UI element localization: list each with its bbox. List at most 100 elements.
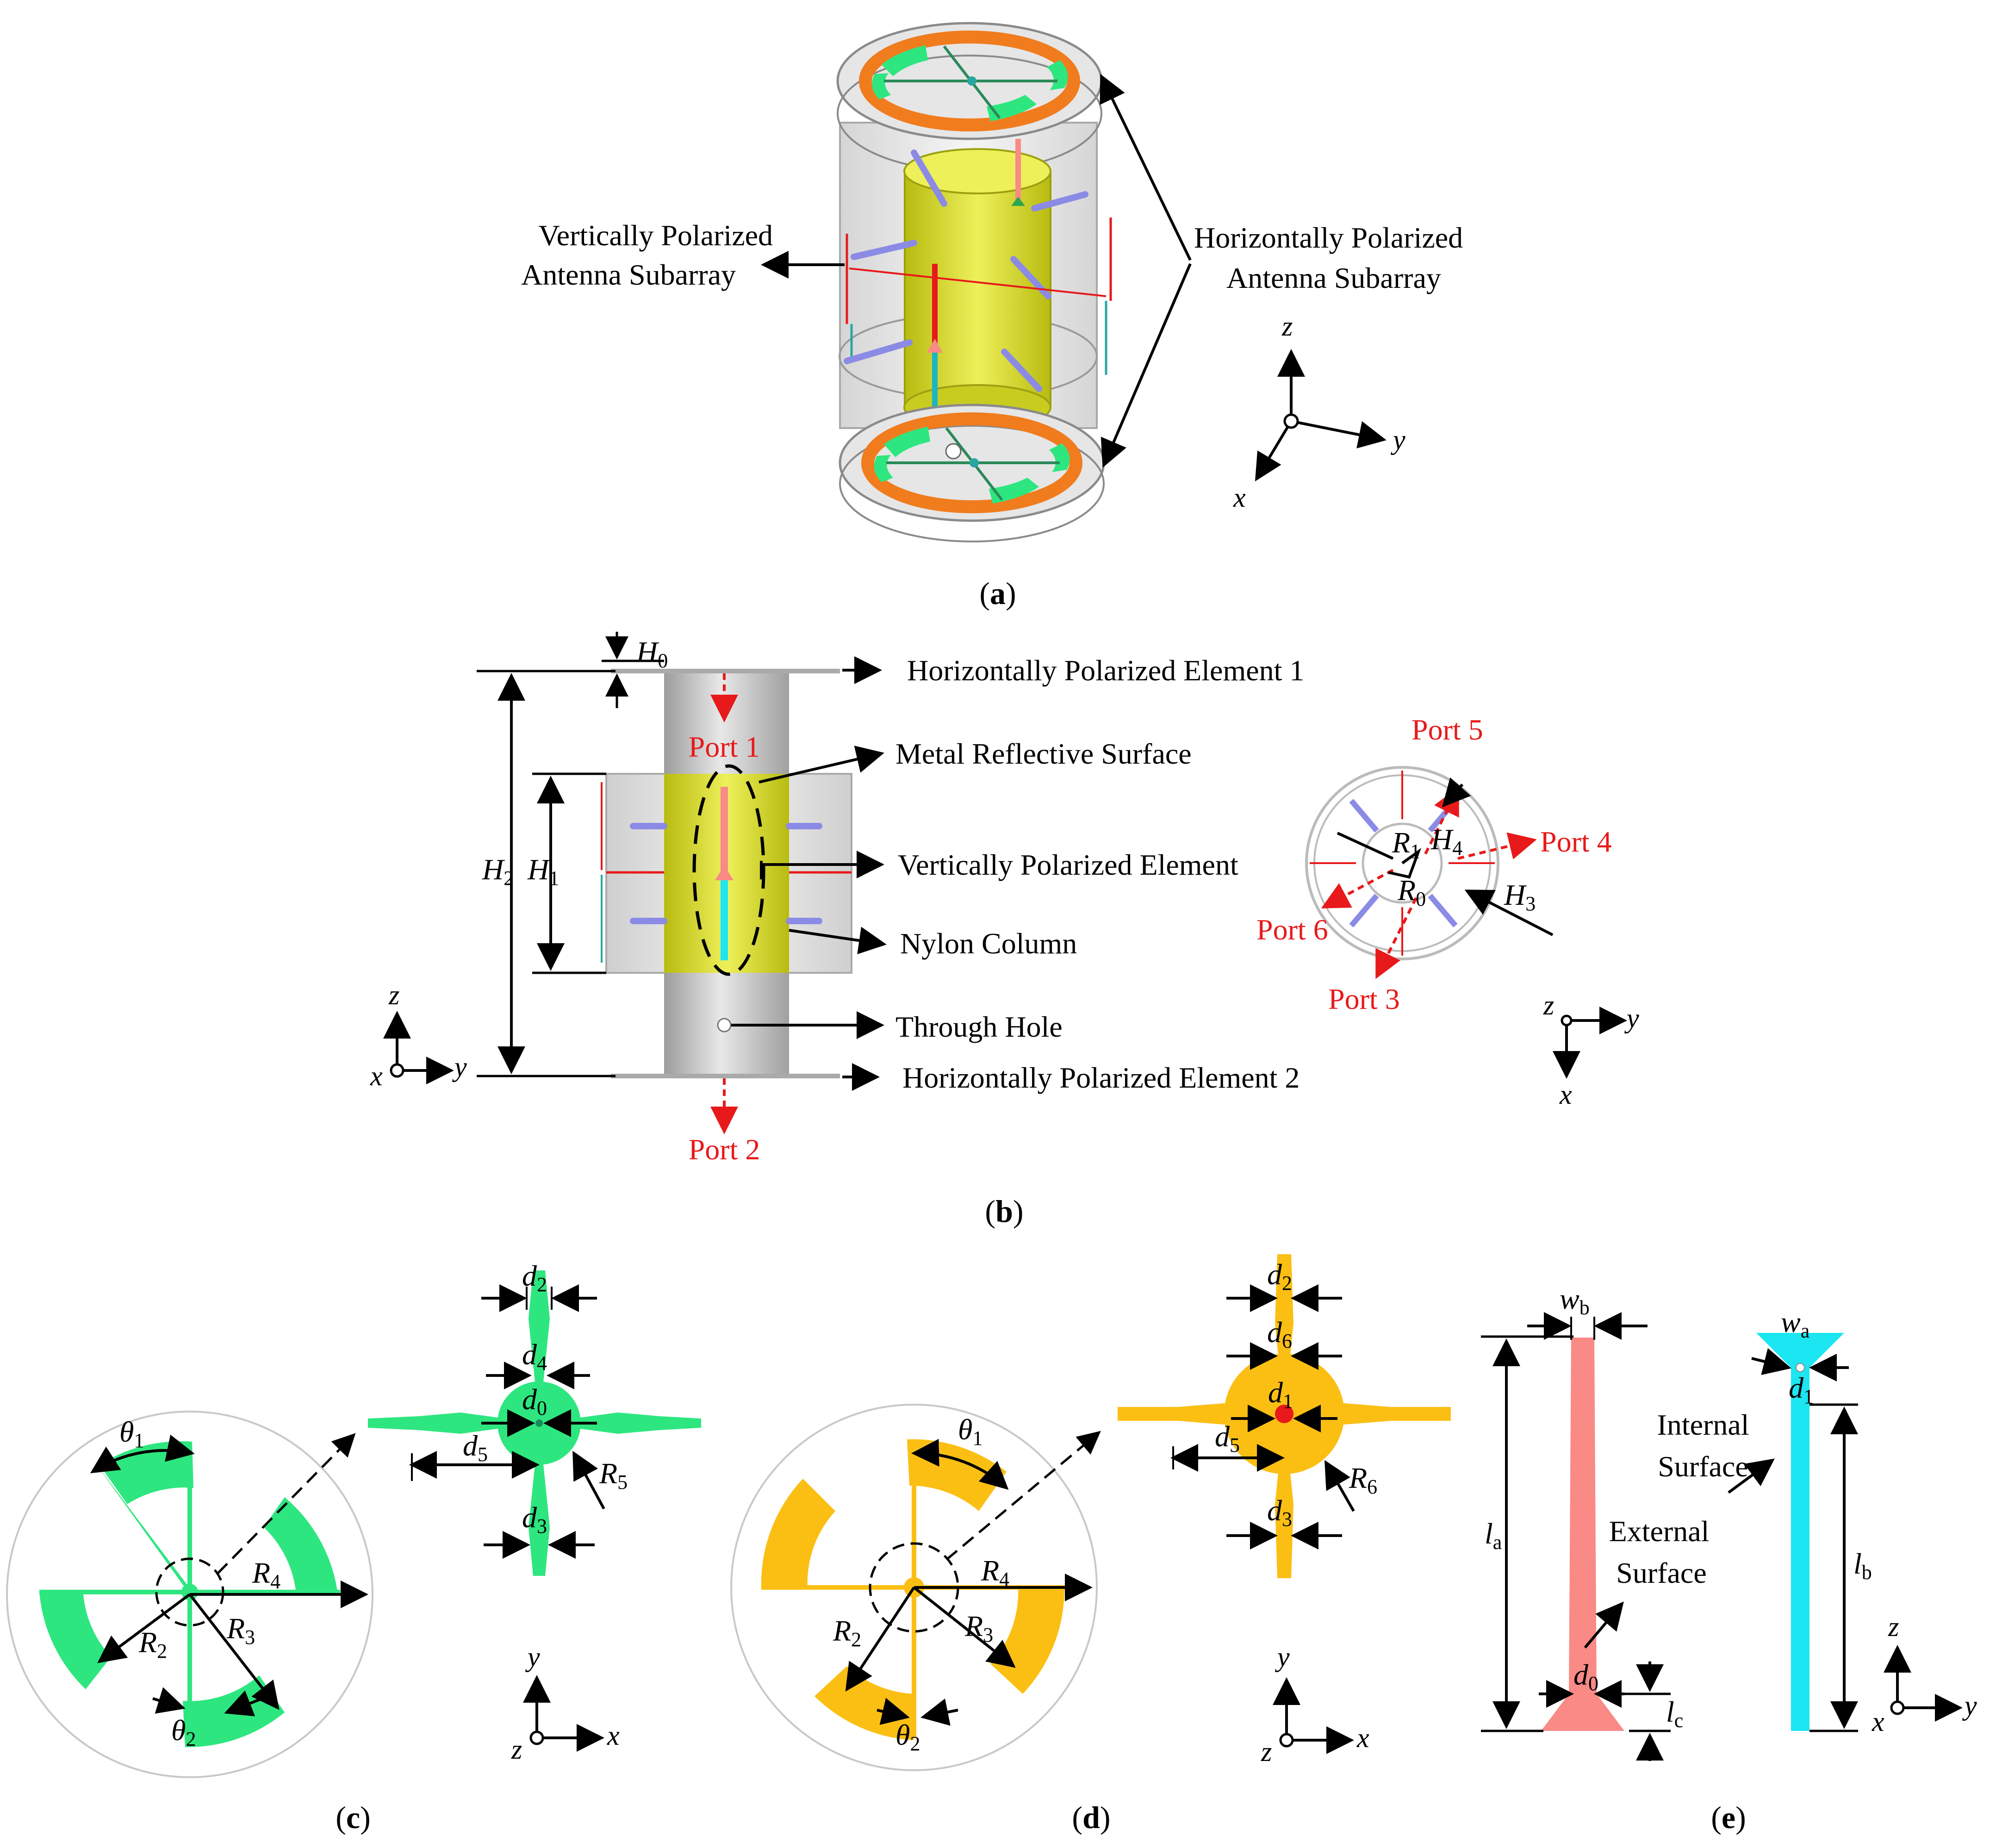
dim-R3: R3 — [964, 1610, 993, 1646]
dim-R2: R2 — [833, 1614, 861, 1651]
axis-x-label: x — [607, 1720, 620, 1751]
internal-surface-label-1: Internal — [1657, 1408, 1749, 1441]
label-vertical-element: Vertically Polarized Element — [898, 848, 1238, 881]
external-surface-label-1: External — [1609, 1515, 1710, 1548]
dim-d0: d0 — [522, 1383, 547, 1419]
dim-d5: d5 — [463, 1429, 488, 1466]
dim-d3: d3 — [1267, 1494, 1292, 1531]
side-view — [601, 669, 852, 1134]
axis-indicator-b-top: z y x — [1543, 990, 1639, 1110]
dim-lb: lb — [1853, 1547, 1872, 1584]
axis-x-label: x — [1356, 1723, 1369, 1753]
caption-c: (c) — [336, 1800, 371, 1835]
substrate-circle-c — [6, 1411, 373, 1778]
dim-R4: R4 — [252, 1556, 280, 1593]
port-5-label: Port 5 — [1412, 713, 1483, 746]
dim-R2: R2 — [138, 1626, 167, 1662]
metal-reflective-cylinder — [904, 170, 1051, 408]
panel-b: Port 1 Port 2 H0 H2 H1 — [370, 632, 1639, 1229]
dim-H0: H0 — [636, 635, 668, 672]
dim-d0: d0 — [1573, 1658, 1598, 1695]
axis-y-label: y — [1275, 1642, 1290, 1672]
dim-d5: d5 — [1215, 1420, 1240, 1456]
panel-e: wb la d0 lc External Surface wa d1 Inter… — [1481, 1282, 1977, 1835]
vertical-subarray-label-2: Antenna Subarray — [521, 258, 736, 291]
panel-d: θ1 θ2 R4 R2 R3 d2 d6 d1 d5 — [730, 1254, 1451, 1835]
axis-y-label: y — [1624, 1003, 1639, 1033]
port-4-label: Port 4 — [1540, 825, 1612, 858]
dim-d2: d2 — [522, 1259, 547, 1296]
axis-z-label: z — [1281, 311, 1293, 342]
internal-surface-label-2: Surface — [1658, 1450, 1748, 1483]
dim-theta1: θ1 — [119, 1415, 144, 1452]
external-surface-label-2: Surface — [1616, 1556, 1706, 1589]
axis-y-label: y — [1962, 1690, 1977, 1721]
label-through-hole: Through Hole — [895, 1010, 1063, 1043]
dim-theta2: θ2 — [895, 1718, 920, 1755]
label-nylon-column: Nylon Column — [900, 927, 1077, 960]
dim-theta1: θ1 — [958, 1413, 982, 1450]
dim-la: la — [1485, 1517, 1502, 1554]
horizontal-subarray-label-2: Antenna Subarray — [1226, 261, 1441, 294]
axis-indicator-b-side: z x y — [370, 980, 467, 1091]
axis-x-label: x — [1559, 1079, 1572, 1110]
panel-c: θ1 θ2 R4 R2 R3 d2 d4 — [6, 1259, 701, 1835]
dim-H3: H3 — [1504, 878, 1536, 915]
top-view — [1305, 766, 1554, 979]
axis-z-label: z — [388, 980, 399, 1010]
label-h-element-2: Horizontally Polarized Element 2 — [902, 1061, 1300, 1094]
axis-indicator-d: y z x — [1261, 1642, 1369, 1767]
caption-d: (d) — [1072, 1800, 1110, 1835]
dimension-lines-e — [1481, 1312, 1858, 1761]
port-1-label: Port 1 — [689, 730, 760, 763]
dim-R3: R3 — [226, 1612, 255, 1649]
vertical-subarray-label-1: Vertically Polarized — [539, 219, 773, 252]
dim-wa: wa — [1781, 1306, 1809, 1342]
axis-z-label: z — [1261, 1736, 1272, 1767]
dim-R4: R4 — [981, 1554, 1009, 1591]
dim-wb: wb — [1560, 1282, 1590, 1319]
substrate-circle-d — [730, 1404, 1098, 1771]
dim-d4: d4 — [522, 1338, 547, 1375]
dim-H1: H1 — [527, 853, 559, 890]
panel-a: Vertically Polarized Antenna Subarray Ho… — [521, 22, 1463, 611]
port-6-label: Port 6 — [1256, 913, 1328, 946]
internal-surface-shape — [1756, 1333, 1844, 1731]
label-h-element-1: Horizontally Polarized Element 1 — [907, 654, 1304, 687]
axis-indicator-e: z x y — [1872, 1612, 1977, 1737]
zoom-detail-d — [1118, 1254, 1451, 1578]
dim-theta2: θ2 — [171, 1714, 196, 1750]
dim-R1: R1 — [1392, 826, 1420, 863]
dim-R6: R6 — [1349, 1462, 1377, 1498]
dim-lc: lc — [1666, 1695, 1683, 1732]
axis-y-label: y — [452, 1052, 467, 1082]
dim-H4: H4 — [1430, 823, 1462, 859]
axis-y-label: y — [525, 1642, 540, 1672]
dimension-lines-b — [477, 632, 664, 1077]
external-surface-shape — [1541, 1338, 1624, 1731]
axis-indicator-c: y z x — [511, 1642, 620, 1765]
horizontal-subarray-arrow-top — [1100, 74, 1192, 261]
antenna-3d-model — [836, 22, 1112, 542]
port-3-label: Port 3 — [1328, 983, 1400, 1015]
axis-x-label: x — [1233, 482, 1246, 513]
caption-b: (b) — [985, 1194, 1023, 1229]
horizontal-subarray-label-1: Horizontally Polarized — [1194, 221, 1463, 254]
zoom-detail-c — [368, 1270, 701, 1576]
dim-R5: R5 — [599, 1457, 628, 1493]
axis-x-label: x — [370, 1061, 383, 1091]
axis-y-label: y — [1390, 424, 1405, 455]
dim-d1: d1 — [1789, 1371, 1814, 1408]
axis-x-label: x — [1872, 1706, 1884, 1737]
label-metal-surface: Metal Reflective Surface — [895, 737, 1192, 770]
axis-z-label: z — [511, 1734, 522, 1765]
callout-arrows-b — [731, 656, 887, 1091]
vertical-element-outline — [692, 764, 765, 976]
caption-a: (a) — [979, 576, 1016, 611]
horizontal-subarray-arrow-bottom — [1101, 263, 1192, 468]
axis-z-label: z — [1543, 990, 1554, 1020]
through-hole — [717, 1018, 732, 1033]
port-2-label: Port 2 — [689, 1133, 760, 1166]
dim-H2: H2 — [482, 853, 514, 890]
